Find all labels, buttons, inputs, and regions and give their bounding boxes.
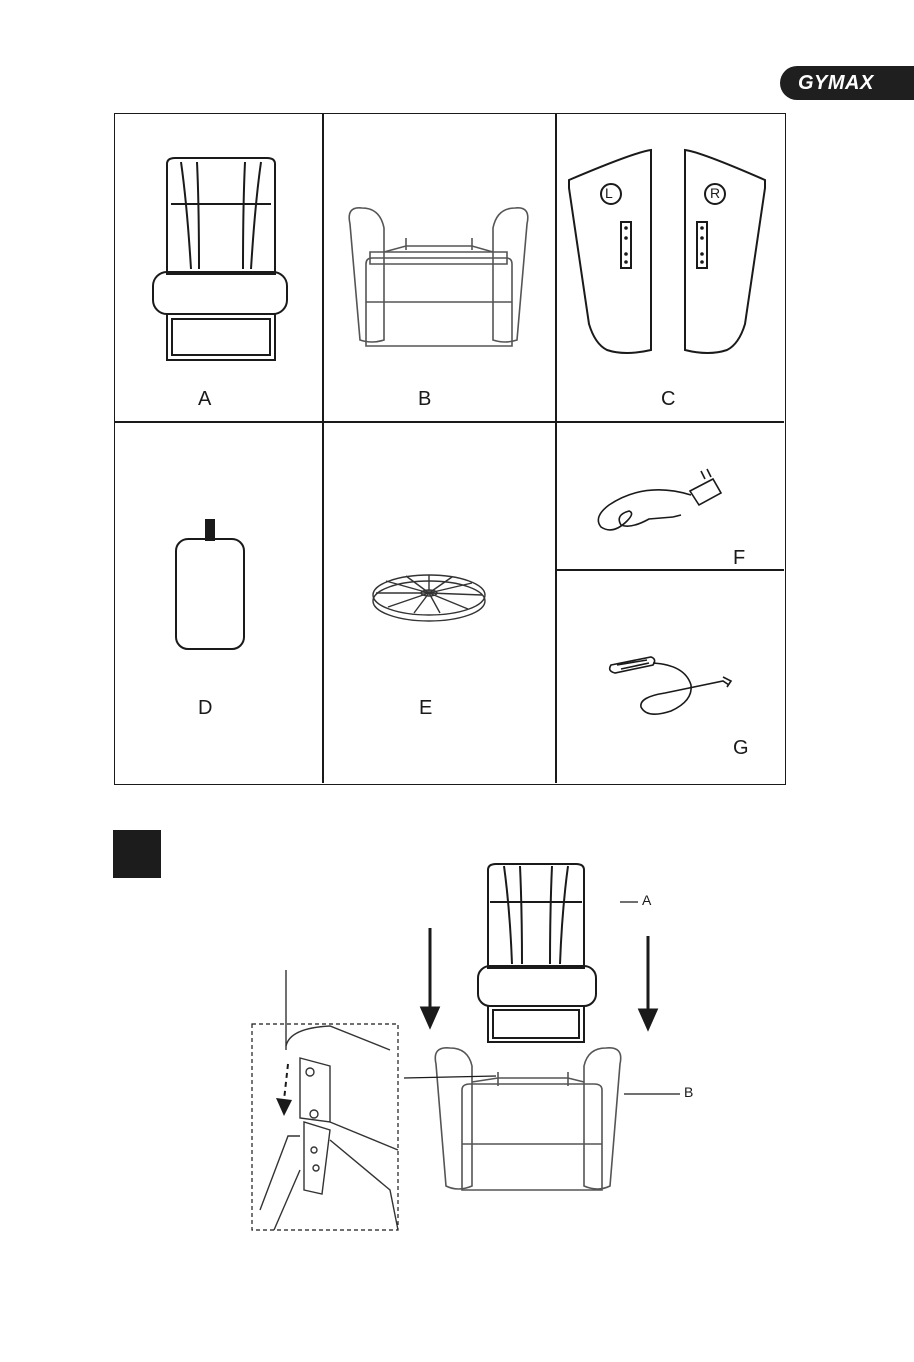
armrest-left-mark: L	[605, 185, 613, 201]
part-cell-b: B	[322, 114, 555, 421]
seat-back-icon	[115, 114, 322, 421]
swivel-disc-icon	[322, 421, 555, 783]
detail-arrow	[276, 1064, 292, 1116]
step-number-box	[113, 830, 161, 878]
assembly-illustration: A B	[240, 850, 720, 1240]
seat-back-on-base	[478, 864, 596, 1042]
part-cell-d: D	[115, 421, 322, 783]
part-cell-e: E	[322, 421, 555, 783]
callout-lines	[404, 902, 680, 1094]
base-outline	[435, 1048, 620, 1190]
down-arrows	[422, 928, 656, 1028]
assembly-diagram	[240, 850, 720, 1240]
callout-label-a: A	[642, 892, 651, 908]
controller-pouch-icon	[115, 421, 322, 783]
callout-label-b: B	[684, 1084, 693, 1100]
armrest-pair-icon	[555, 114, 784, 421]
part-label-g: G	[733, 737, 749, 759]
parts-grid: A B	[114, 113, 786, 785]
chair-base-icon	[322, 114, 555, 421]
hand-remote-icon	[555, 569, 784, 783]
part-label-c: C	[661, 388, 675, 410]
part-cell-f: F	[555, 421, 784, 569]
part-label-d: D	[198, 697, 212, 719]
detail-inset-frame	[252, 1024, 398, 1230]
part-label-a: A	[198, 388, 211, 410]
part-cell-c: L R C	[555, 114, 784, 421]
part-cell-a: A	[115, 114, 322, 421]
armrest-right-mark: R	[710, 185, 720, 201]
part-label-e: E	[419, 697, 432, 719]
power-adapter-icon	[555, 421, 784, 569]
part-label-f: F	[733, 547, 745, 569]
part-cell-g: G	[555, 569, 784, 783]
part-label-b: B	[418, 388, 431, 410]
brand-logo: GYMAX	[798, 71, 874, 95]
